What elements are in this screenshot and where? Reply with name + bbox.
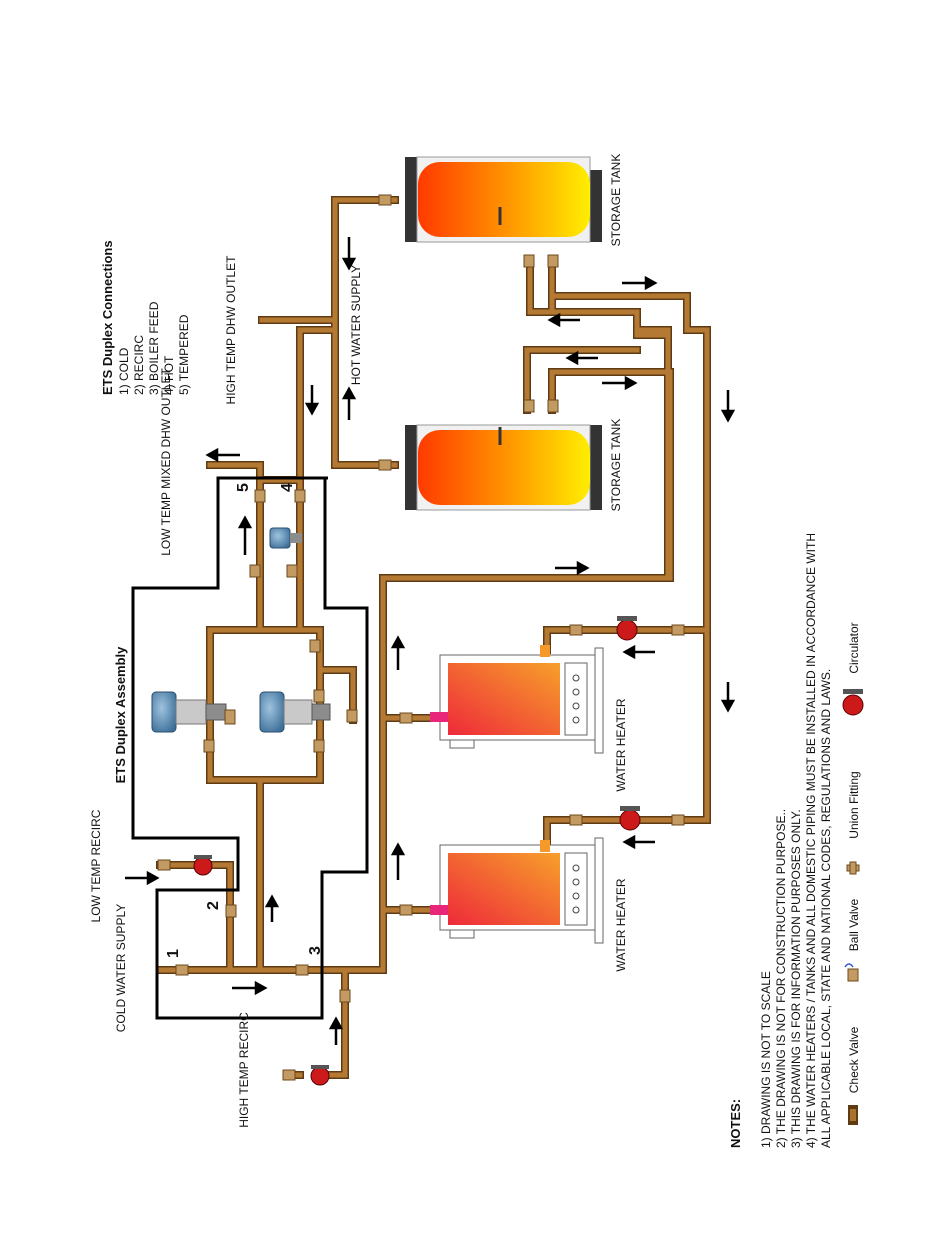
- arrow-up-icon: [328, 1016, 344, 1045]
- arrow-up-icon: [390, 635, 406, 670]
- storage-tank-lower: [405, 424, 602, 511]
- connection-item-3: 3) BOILER FEED: [147, 301, 161, 395]
- storage-tank-upper: [405, 156, 602, 243]
- connection-number-5: 5: [235, 483, 252, 492]
- arrow-left-icon: [622, 644, 655, 660]
- label-water-heater-lower: WATER HEATER: [614, 878, 628, 971]
- label-storage-tank-upper: STORAGE TANK: [609, 154, 623, 247]
- ball-valves: [157, 194, 685, 1081]
- label-low-temp-recirc: LOW TEMP RECIRC: [89, 809, 103, 922]
- note-item-2: 2) THE DRAWING IS NOT FOR CONSTRUCTION P…: [774, 809, 788, 1148]
- label-storage-tank-lower: STORAGE TANK: [609, 419, 623, 512]
- circulator-icon: [842, 689, 864, 716]
- connection-number-1: 1: [165, 949, 182, 958]
- arrow-down-icon: [341, 237, 357, 271]
- connection-number-2: 2: [205, 901, 222, 910]
- arrow-up-icon: [390, 842, 406, 880]
- water-heater-lower: [430, 837, 604, 944]
- circulator-low-temp-recirc: [193, 855, 213, 876]
- arrow-right-icon: [555, 560, 590, 576]
- label-low-temp-outlet: LOW TEMP MIXED DHW OUTLET: [159, 368, 173, 556]
- arrow-down-icon: [720, 390, 736, 423]
- rotated-labels: COLD WATER SUPPLY LOW TEMP RECIRC HIGH T…: [89, 154, 864, 1148]
- arrow-down-icon: [304, 385, 320, 416]
- ball-valve-icon: [844, 963, 859, 982]
- label-high-temp-outlet: HIGH TEMP DHW OUTLET: [224, 255, 238, 405]
- label-hot-water-supply: HOT WATER SUPPLY: [349, 265, 363, 385]
- connection-item-5: 5) TEMPERED: [177, 314, 191, 395]
- connection-item-4: 4) HOT: [162, 355, 176, 395]
- legend-union-fitting: Union Fitting: [847, 771, 861, 838]
- arrow-up-icon: [237, 515, 253, 555]
- notes-title: NOTES:: [728, 1099, 743, 1148]
- ets-assembly-boundary: [131, 476, 369, 1020]
- connection-item-2: 2) RECIRC: [132, 335, 146, 395]
- arrow-down-icon: [720, 682, 736, 713]
- note-item-1: 1) DRAWING IS NOT TO SCALE: [759, 971, 773, 1148]
- connection-number-3: 3: [307, 946, 324, 955]
- label-water-heater-upper: WATER HEATER: [614, 698, 628, 791]
- arrow-right-icon: [622, 275, 658, 291]
- arrow-left-icon: [205, 447, 240, 463]
- flow-arrows: [125, 237, 736, 1045]
- union-fitting-icon: [846, 861, 860, 875]
- circulator-heater-lower: [619, 806, 641, 831]
- water-heater-upper: [430, 645, 604, 754]
- connections-list: ETS Duplex Connections 1) COLD 2) RECIRC…: [100, 240, 191, 395]
- arrow-up-icon: [264, 894, 280, 922]
- mixing-valve-small: [269, 527, 302, 549]
- label-high-temp-recirc: HIGH TEMP RECIRC: [237, 1012, 251, 1128]
- connection-item-1: 1) COLD: [117, 347, 131, 395]
- arrow-right-icon: [125, 870, 160, 886]
- arrow-left-icon: [547, 312, 580, 328]
- note-item-5: ALL APPLICABLE LOCAL, STATE AND NATIONAL…: [819, 669, 833, 1148]
- arrow-up-icon: [341, 386, 357, 420]
- arrow-right-icon: [602, 375, 638, 391]
- arrow-left-icon: [622, 834, 655, 850]
- arrow-right-icon: [232, 980, 268, 996]
- connections-title: ETS Duplex Connections: [100, 240, 115, 395]
- symbol-legend: Check Valve Ball Valve Union Fitting Cir…: [842, 622, 864, 1125]
- mixing-valve-upper: [151, 691, 227, 733]
- note-item-4: 4) THE WATER HEATERS / TANKS AND ALL DOM…: [804, 533, 818, 1148]
- arrow-left-icon: [565, 350, 598, 366]
- legend-ball-valve: Ball Valve: [847, 898, 861, 951]
- legend-circulator: Circulator: [847, 622, 861, 673]
- connection-number-4: 4: [279, 483, 296, 492]
- legend-check-valve: Check Valve: [847, 1026, 861, 1093]
- notes-block: NOTES: 1) DRAWING IS NOT TO SCALE 2) THE…: [728, 533, 833, 1148]
- assembly-title: ETS Duplex Assembly: [113, 646, 128, 784]
- note-item-3: 3) THIS DRAWING IS FOR INFORMATION PURPO…: [789, 809, 803, 1148]
- label-cold-water-supply: COLD WATER SUPPLY: [114, 904, 128, 1032]
- check-valve-icon: [848, 1105, 858, 1125]
- circulator-heater-upper: [616, 616, 638, 641]
- mixing-valve-lower: [259, 691, 331, 733]
- circulator-high-temp-recirc: [310, 1065, 330, 1086]
